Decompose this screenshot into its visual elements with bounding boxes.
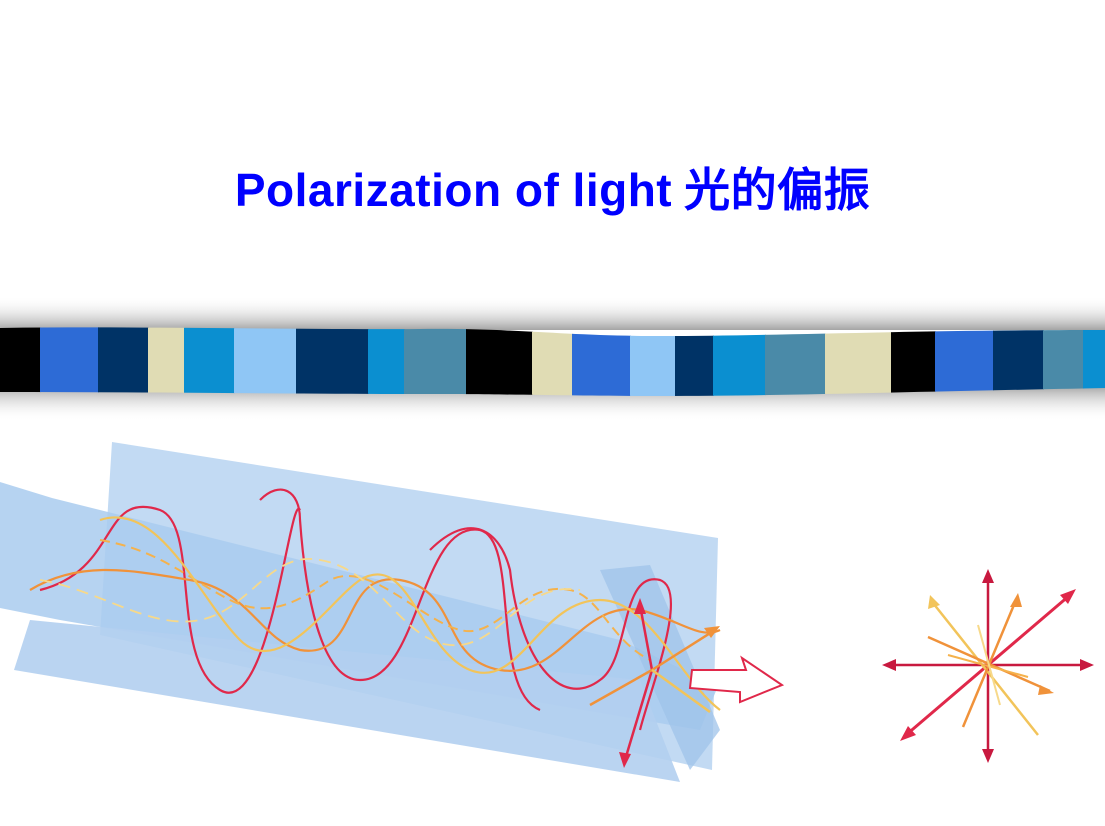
band-stripe	[675, 327, 714, 396]
decorative-stripe-band	[0, 296, 1105, 421]
band-stripe	[713, 327, 766, 396]
star-arrowhead-right	[1080, 659, 1094, 671]
star-arrowhead-top	[982, 569, 994, 583]
band-stripe	[993, 327, 1044, 396]
wave-propagation-illustration	[0, 442, 1094, 782]
star-arrowhead-bottom	[982, 749, 994, 763]
polarization-star-icon	[882, 569, 1094, 763]
band-stripe	[466, 327, 533, 396]
band-stripe	[825, 327, 892, 396]
band-stripe	[404, 327, 467, 396]
star-arrowhead-orange	[1038, 685, 1054, 695]
title-chinese: 光的偏振	[684, 163, 871, 217]
yellow-wave-dashed	[39, 557, 581, 646]
band-stripe	[891, 327, 936, 396]
star-arrowhead-steep-orange	[1010, 593, 1022, 607]
band-stripe	[1043, 327, 1084, 396]
band-stripe	[572, 327, 631, 396]
title-english: Polarization of light	[234, 164, 673, 216]
band-stripe	[40, 327, 99, 396]
band-stripes	[0, 327, 1105, 396]
red-wave-segment-3	[429, 527, 673, 731]
star-short-orange	[947, 654, 1029, 678]
front-orange-arrow	[651, 628, 716, 672]
front-red-arrowhead-up	[634, 598, 646, 614]
red-wave-segment-2	[259, 488, 541, 712]
front-red-arrowhead-down	[619, 752, 631, 768]
band-shadow-top	[0, 296, 1105, 330]
band-stripe	[148, 327, 185, 396]
stripe-band-svg	[0, 296, 1105, 421]
front-red-arrow	[623, 669, 654, 761]
orange-wave-dashed	[99, 539, 651, 661]
front-yellow-arrow	[651, 668, 711, 714]
front-orange-arrow-back	[589, 668, 653, 707]
star-diagonal-yellow	[932, 602, 1039, 736]
band-stripe	[765, 327, 826, 396]
front-red-arrow-up	[638, 604, 654, 671]
star-arrowhead-ne	[1060, 589, 1076, 604]
star-short-yellow	[977, 624, 1001, 706]
plane-edge	[600, 565, 720, 770]
star-arrowhead-nw-yellow	[928, 595, 940, 609]
band-stripe	[630, 327, 676, 396]
band-stripe	[368, 327, 405, 396]
band-stripe	[532, 327, 573, 396]
red-wave-segment-1	[39, 505, 301, 694]
band-stripe	[0, 327, 41, 396]
band-stripe	[234, 327, 297, 396]
band-stripe	[296, 327, 369, 396]
yellow-wave	[99, 516, 721, 711]
star-arrowhead-sw	[900, 726, 916, 741]
band-stripe	[935, 327, 994, 396]
front-orange-arrowhead	[704, 626, 720, 638]
band-stripe	[1083, 327, 1105, 396]
horizontal-plane	[14, 620, 680, 782]
direction-arrow-icon	[688, 655, 785, 704]
band-stripe	[184, 327, 235, 396]
star-arrowhead-left	[882, 659, 896, 671]
band-stripe	[98, 327, 149, 396]
